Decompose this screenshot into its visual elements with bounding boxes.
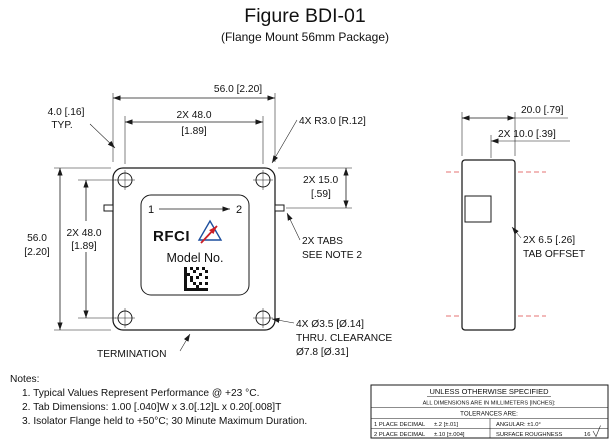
tolerance-row1-value: ±.2 [±.01] (434, 422, 458, 428)
leader-line (89, 123, 116, 149)
tolerance-row2-surface: SURFACE ROUGHNESS (496, 432, 562, 438)
note-item-3: 3. Isolator Flange held to +50°C; 30 Min… (22, 416, 307, 427)
note-item-1: 1. Typical Values Represent Performance … (22, 388, 259, 399)
dim-edge-offset-text: 4.0 [.16] (48, 107, 85, 118)
corner-radius-text: 4X R3.0 [R.12] (299, 116, 366, 127)
side-connector (464, 195, 492, 223)
port-1-label: 1 (148, 204, 154, 216)
extension-lines (112, 93, 276, 162)
brand-text: RFCI (153, 228, 190, 245)
dim-overall-width-text: 56.0 [2.20] (214, 84, 262, 95)
dim-hole-spacing-v-inches: [1.89] (71, 241, 97, 252)
dim-hole-spacing-h-inches: [1.89] (181, 126, 207, 137)
surface-roughness-value: 16 (584, 432, 590, 438)
tolerance-row2-label: 2 PLACE DECIMAL (374, 432, 426, 438)
dim-edge-offset: 4.0 [.16] TYP. (48, 107, 116, 149)
dim-connector-position: 2X 10.0 [.39] (490, 129, 570, 158)
tab-offset-line2: TAB OFFSET (523, 249, 585, 260)
dim-overall-height: 56.0 [2.20] (24, 167, 111, 331)
termination-text: TERMINATION (97, 349, 166, 360)
tab-left (103, 204, 114, 212)
leader-line (179, 333, 191, 352)
holes-note-line3: Ø7.8 [Ø.31] (296, 347, 349, 358)
page-title: Figure BDI-01 (244, 5, 365, 27)
page-subtitle: (Flange Mount 56mm Package) (221, 30, 389, 44)
model-number-label: Model No. (167, 251, 224, 265)
dim-hole-spacing-horizontal: 2X 48.0 [1.89] (124, 110, 264, 164)
tolerance-grid-lines (371, 418, 608, 438)
notes-section: Notes: 1. Typical Values Represent Perfo… (10, 374, 307, 427)
leader-line (286, 212, 301, 241)
tab-offset-line1: 2X 6.5 [.26] (523, 235, 575, 246)
dim-depth-text: 20.0 [.79] (521, 105, 564, 116)
extension-lines (278, 167, 352, 209)
port-2-label: 2 (236, 204, 242, 216)
dim-tab-position-text: 2X 15.0 (303, 175, 338, 186)
dim-overall-height-text: 56.0 (27, 233, 47, 244)
note-clearance-holes: 4X Ø3.5 [Ø.14] THRU. CLEARANCE Ø7.8 [Ø.3… (271, 317, 392, 358)
tolerances-label: TOLERANCES ARE: (460, 411, 518, 418)
dim-depth: 20.0 [.79] (461, 105, 568, 156)
dim-hole-spacing-vertical: 2X 48.0 [1.89] (66, 179, 116, 319)
logo-arrow-icon (200, 225, 218, 244)
side-view (446, 159, 546, 331)
holes-note-line1: 4X Ø3.5 [Ø.14] (296, 319, 364, 330)
dim-connector-text: 2X 10.0 [.39] (498, 129, 556, 140)
surface-roughness-icon (592, 425, 601, 438)
note-tab-offset: 2X 6.5 [.26] TAB OFFSET (511, 226, 585, 260)
dim-overall-width: 56.0 [2.20] (112, 84, 276, 162)
tabs-note-line1: 2X TABS (302, 236, 343, 247)
dim-hole-spacing-h-text: 2X 48.0 (176, 110, 211, 121)
port-direction: 1 2 (148, 204, 242, 216)
leader-line (511, 226, 522, 239)
front-view: 1 2 RFCI Model No. (103, 167, 285, 331)
note-item-2: 2. Tab Dimensions: 1.00 [.040]W x 3.0[.1… (22, 402, 281, 413)
tab-right (274, 204, 285, 212)
rfci-logo (197, 219, 223, 244)
title-block-subheader: ALL DIMENSIONS ARE IN MILLIMETERS [INCHE… (423, 401, 556, 407)
side-body (461, 159, 516, 331)
leader-line (271, 119, 298, 164)
title-block-header: UNLESS OTHERWISE SPECIFIED (429, 387, 549, 396)
figure-title-group: Figure BDI-01 (Flange Mount 56mm Package… (221, 5, 389, 44)
label-termination: TERMINATION (97, 333, 191, 360)
notes-heading: Notes: (10, 374, 39, 385)
title-block-border (370, 384, 609, 439)
tolerance-row1-label: 1 PLACE DECIMAL (374, 422, 426, 428)
front-dimensions: 56.0 [2.20] 2X 48.0 [1.89] 4.0 [.16] TYP… (24, 84, 392, 360)
extension-lines (54, 167, 111, 331)
dim-tab-position-inches: [.59] (311, 189, 331, 200)
note-corner-radius: 4X R3.0 [R.12] (271, 116, 366, 164)
dim-hole-spacing-v-text: 2X 48.0 (66, 228, 101, 239)
tolerance-row1-angular: ANGULAR: ±1.0° (496, 422, 541, 428)
note-tabs: 2X TABS SEE NOTE 2 (286, 212, 362, 261)
dim-edge-offset-typ: TYP. (51, 120, 72, 131)
label-plate (140, 194, 250, 296)
dim-tab-position: 2X 15.0 [.59] (278, 167, 352, 209)
holes-note-line2: THRU. CLEARANCE (296, 333, 392, 344)
dim-overall-height-inches: [2.20] (24, 247, 50, 258)
extension-lines (124, 116, 264, 164)
tabs-note-line2: SEE NOTE 2 (302, 250, 362, 261)
leader-line (271, 317, 295, 324)
datamatrix-code-icon (184, 267, 208, 291)
title-block: UNLESS OTHERWISE SPECIFIED ALL DIMENSION… (370, 384, 609, 439)
side-dimensions: 20.0 [.79] 2X 10.0 [.39] 2X 6.5 [.26] TA… (461, 105, 585, 260)
tolerance-row2-value: ±.10 [±.004] (434, 432, 465, 438)
